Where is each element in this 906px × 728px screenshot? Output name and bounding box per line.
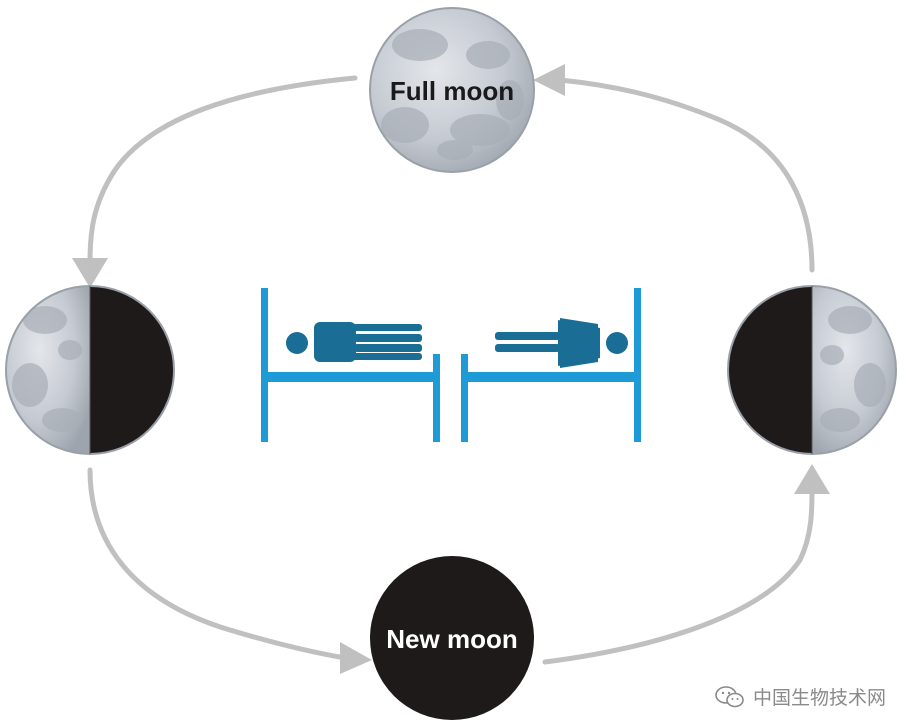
new-moon: New moon <box>370 556 534 720</box>
right-moon-craters <box>820 306 886 432</box>
watermark: 中国生物技术网 <box>715 683 886 710</box>
arrow-left-to-new <box>87 467 348 661</box>
right-sleeping-person-icon <box>495 318 628 368</box>
new-moon-label: New moon <box>386 624 517 654</box>
full-moon: Full moon <box>369 7 535 173</box>
arrow-heads <box>72 64 830 674</box>
arrowhead-down-left <box>72 258 108 288</box>
arrowhead-up-right <box>794 464 830 494</box>
right-bed <box>461 288 641 442</box>
left-bed <box>261 288 440 442</box>
full-moon-craters <box>381 29 524 160</box>
full-moon-label: Full moon <box>390 76 514 106</box>
left-moon-craters <box>12 306 82 432</box>
left-sleeping-person-icon <box>286 322 422 362</box>
watermark-text: 中国生物技术网 <box>752 687 886 709</box>
arrowhead-left-top <box>533 64 565 96</box>
cycle-arrows <box>87 75 815 665</box>
arrow-new-to-right <box>542 487 815 665</box>
right-half-moon <box>727 285 897 455</box>
left-half-moon <box>5 285 175 455</box>
arrowhead-right-bottom <box>340 642 372 674</box>
arrow-full-to-left <box>87 75 358 265</box>
arrow-right-to-full <box>557 77 815 273</box>
wechat-icon <box>715 685 744 707</box>
